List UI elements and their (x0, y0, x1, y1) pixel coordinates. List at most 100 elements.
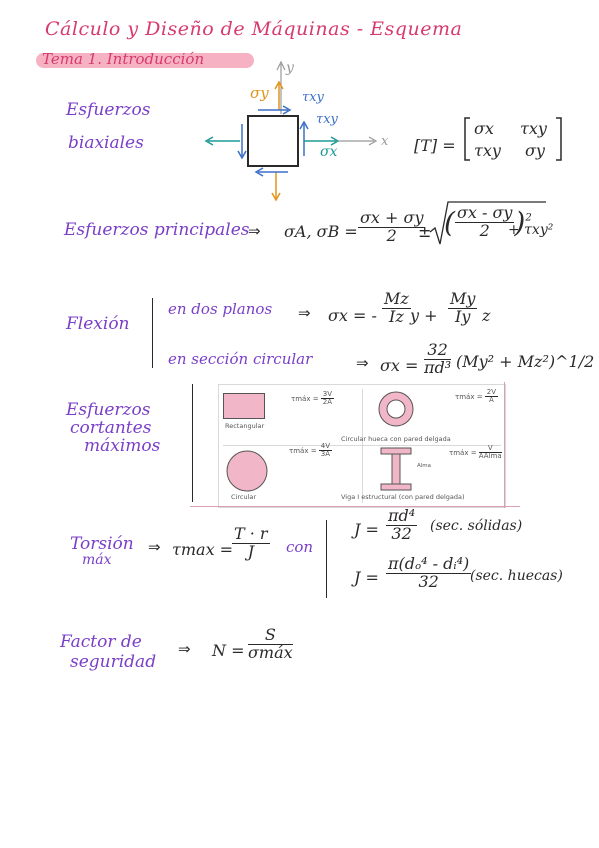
radical-exp: 2 (525, 212, 532, 224)
circular-title: Circular (231, 493, 257, 501)
principales-label: Esfuerzos principales (64, 220, 250, 240)
tau-xy-right-label: τxy (316, 112, 338, 127)
shear-table-accent-bottom (190, 506, 520, 507)
biaxial-label-1: Esfuerzos (66, 100, 151, 120)
principales-den: 2 (386, 225, 397, 245)
torsion-j2-den: 32 (418, 571, 439, 591)
cortantes-label-3: máximos (84, 436, 161, 456)
tau-bottom-arrow (254, 167, 264, 177)
tema-heading: Tema 1. Introducción (42, 50, 205, 68)
flexion-case2-tail: (My² + Mz²)^1/2 (456, 352, 595, 371)
radical-num: σx - σy (454, 203, 515, 223)
y-axis-label: y (286, 60, 294, 76)
seguridad-lhs: N = (212, 641, 245, 660)
flexion-iy: Iy (455, 306, 471, 326)
cortantes-label-1: Esfuerzos (66, 400, 151, 420)
flexion-case2-label: en sección circular (168, 350, 313, 368)
matrix-lhs: [T] = (414, 136, 456, 155)
flexion-case1-lhs: σx = - (328, 306, 377, 325)
torsion-lhs: τmax = (172, 540, 234, 559)
flexion-case2-arrow-icon: ⇒ (356, 354, 369, 372)
sigma-x-arrow-left (204, 136, 214, 146)
matrix-m11: σx (474, 119, 494, 138)
flexion-my: My (448, 289, 478, 309)
radical-den: 2 (479, 220, 490, 240)
torsion-j1-note: (sec. sólidas) (430, 518, 523, 534)
tau-top-arrow (282, 105, 292, 115)
torsion-label-2: máx (82, 552, 112, 568)
y-axis-arrowhead (276, 60, 286, 71)
shear-table-accent-right (504, 382, 505, 508)
page-title: Cálculo y Diseño de Máquinas - Esquema (45, 18, 463, 40)
sigma-y-label: σy (250, 84, 269, 102)
shear-table-vdivider (362, 389, 363, 503)
principales-arrow-icon: ⇒ (248, 222, 261, 240)
flexion-case1-v2: z (482, 306, 491, 325)
biaxial-label-2: biaxiales (68, 133, 144, 153)
cortantes-brace (192, 384, 193, 502)
principales-lhs: σA, σB = (284, 222, 358, 241)
torsion-j1-den: 32 (391, 523, 412, 543)
cortantes-label-2: cortantes (70, 418, 152, 438)
principales-num: σx + σy (358, 208, 426, 228)
seguridad-den: σmáx (248, 642, 293, 662)
stress-element-square (247, 115, 299, 167)
sigma-y-arrow-down (271, 192, 281, 202)
torsion-num: T · r (232, 524, 270, 544)
flexion-case1-arrow-icon: ⇒ (298, 304, 311, 322)
seguridad-label-2: seguridad (70, 652, 157, 672)
radical-tail: + τxy² (508, 222, 554, 238)
torsion-brace (326, 520, 327, 598)
flexion-case1-label: en dos planos (168, 300, 273, 318)
torsion-con: con (286, 538, 314, 556)
x-axis-arrow (368, 136, 378, 146)
tau-left-arrow (237, 150, 247, 160)
torsion-j2-num: π(dₒ⁴ - dᵢ⁴) (386, 554, 472, 574)
flexion-brace (152, 298, 153, 368)
flexion-case2-den: πd³ (424, 357, 452, 377)
flexion-case2-lhs: σx = (380, 356, 419, 375)
torsion-arrow-icon: ⇒ (148, 538, 161, 556)
tema-highlight (36, 53, 254, 68)
flexion-case1-v1: y + (410, 306, 438, 325)
i-beam-section-shape (380, 447, 412, 491)
flexion-case2-num: 32 (424, 341, 452, 360)
biaxial-stress-diagram (204, 60, 378, 202)
sigma-y-arrow-up (274, 80, 284, 90)
i-beam-web-label: Alma (417, 463, 432, 469)
hollow-circular-section-shape (378, 391, 414, 427)
flexion-iz: Iz (389, 306, 404, 326)
shear-table-hdivider (223, 445, 501, 446)
seguridad-num: S (248, 626, 293, 645)
i-beam-title: Viga I estructural (con pared delgada) (341, 493, 465, 501)
seguridad-label-1: Factor de (60, 632, 142, 652)
tau-xy-top-label: τxy (302, 90, 324, 105)
matrix-m22: σy (525, 141, 545, 160)
radical-sign (429, 201, 546, 245)
seguridad-arrow-icon: ⇒ (178, 640, 191, 658)
torsion-den: J (247, 541, 254, 561)
matrix-m21: τxy (474, 141, 501, 160)
rectangular-section-shape (223, 393, 265, 419)
matrix-brackets (464, 117, 562, 161)
hollow-circular-title: Circular hueca con pared delgada (341, 435, 451, 443)
torsion-j1-lhs: J = (354, 520, 379, 539)
rectangular-title: Rectangular (225, 422, 265, 430)
circular-section-shape (226, 450, 268, 492)
torsion-label-1: Torsión (70, 534, 134, 554)
torsion-j2-lhs: J = (354, 568, 379, 587)
torsion-j2-fraction: π(dₒ⁴ - dᵢ⁴)32 (386, 554, 472, 591)
matrix-m12: τxy (520, 119, 547, 138)
